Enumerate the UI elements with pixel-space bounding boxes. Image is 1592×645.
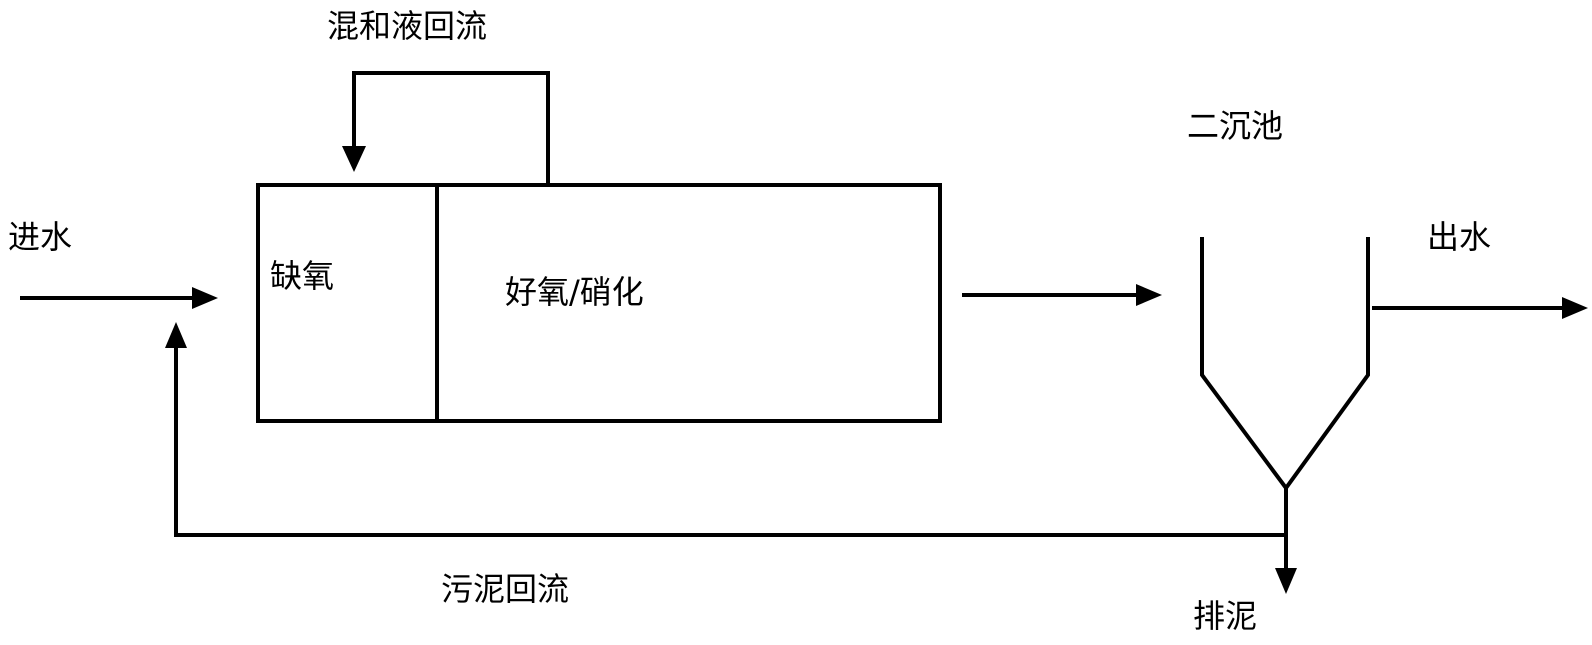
secondary-clarifier-label: 二沉池 — [1187, 107, 1283, 145]
anoxic-zone-label: 缺氧 — [270, 257, 334, 295]
sludge-discharge-arrow — [1275, 488, 1297, 594]
mixed-return-label: 混和液回流 — [327, 7, 487, 45]
tank-to-clarifier-arrow — [962, 284, 1162, 306]
outflow-arrow — [1372, 297, 1588, 319]
sludge-return-label: 污泥回流 — [441, 570, 569, 608]
outflow-label: 出水 — [1427, 218, 1491, 256]
mixed-liquor-return-arrow — [342, 71, 550, 183]
inflow-arrow — [20, 287, 218, 309]
secondary-clarifier-shape — [1200, 237, 1370, 492]
inflow-label: 进水 — [8, 218, 72, 256]
reactor-tank — [256, 183, 942, 423]
aerobic-zone-label: 好氧/硝化 — [505, 273, 644, 311]
sludge-return-arrow — [165, 322, 1286, 537]
sludge-discharge-label: 排泥 — [1193, 597, 1257, 635]
